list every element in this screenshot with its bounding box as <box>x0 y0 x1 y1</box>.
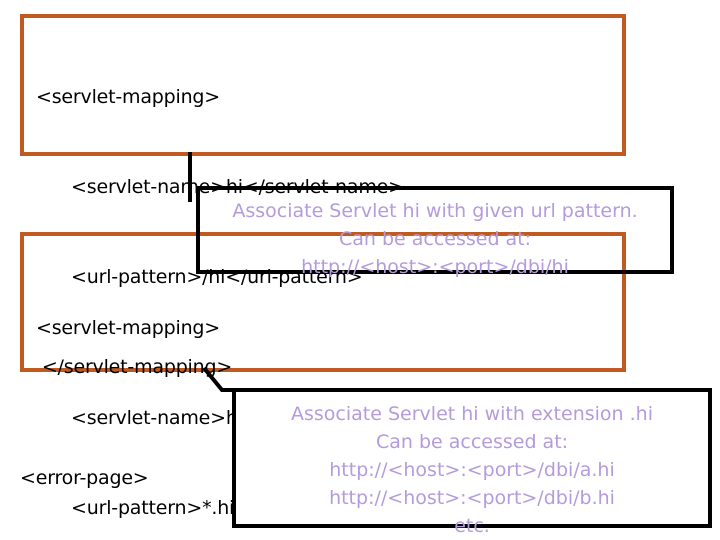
callout-line: Associate Servlet hi with given url patt… <box>232 200 638 222</box>
leader-line-callout-2 <box>202 366 234 392</box>
callout-line: Can be accessed at: <box>375 431 569 453</box>
code-block-error-page: <error-page> <error-code>404< <location>… <box>20 403 360 540</box>
callout-line: etc. <box>454 515 490 537</box>
callout-line: http://<host>:<port>/dbi/hi <box>301 256 569 278</box>
code-line: <servlet-mapping> <box>36 86 221 108</box>
code-box-servlet-mapping-path <box>20 14 626 156</box>
callout-url-pattern-extension: Associate Servlet hi with extension .hi … <box>232 388 712 537</box>
code-line: <servlet-mapping> <box>36 317 221 339</box>
callout-line: Associate Servlet hi with extension .hi <box>291 403 653 425</box>
leader-line-callout-1 <box>188 152 192 202</box>
callout-line: Can be accessed at: <box>338 228 532 250</box>
callout-line: http://<host>:<port>/dbi/a.hi <box>329 459 615 481</box>
code-line: </servlet-mapping> <box>36 356 233 378</box>
callout-url-pattern-path: Associate Servlet hi with given url patt… <box>196 186 674 278</box>
callout-line: http://<host>:<port>/dbi/b.hi <box>329 487 615 509</box>
code-box-servlet-mapping-extension <box>20 232 626 372</box>
code-line: <error-page> <box>20 467 149 489</box>
